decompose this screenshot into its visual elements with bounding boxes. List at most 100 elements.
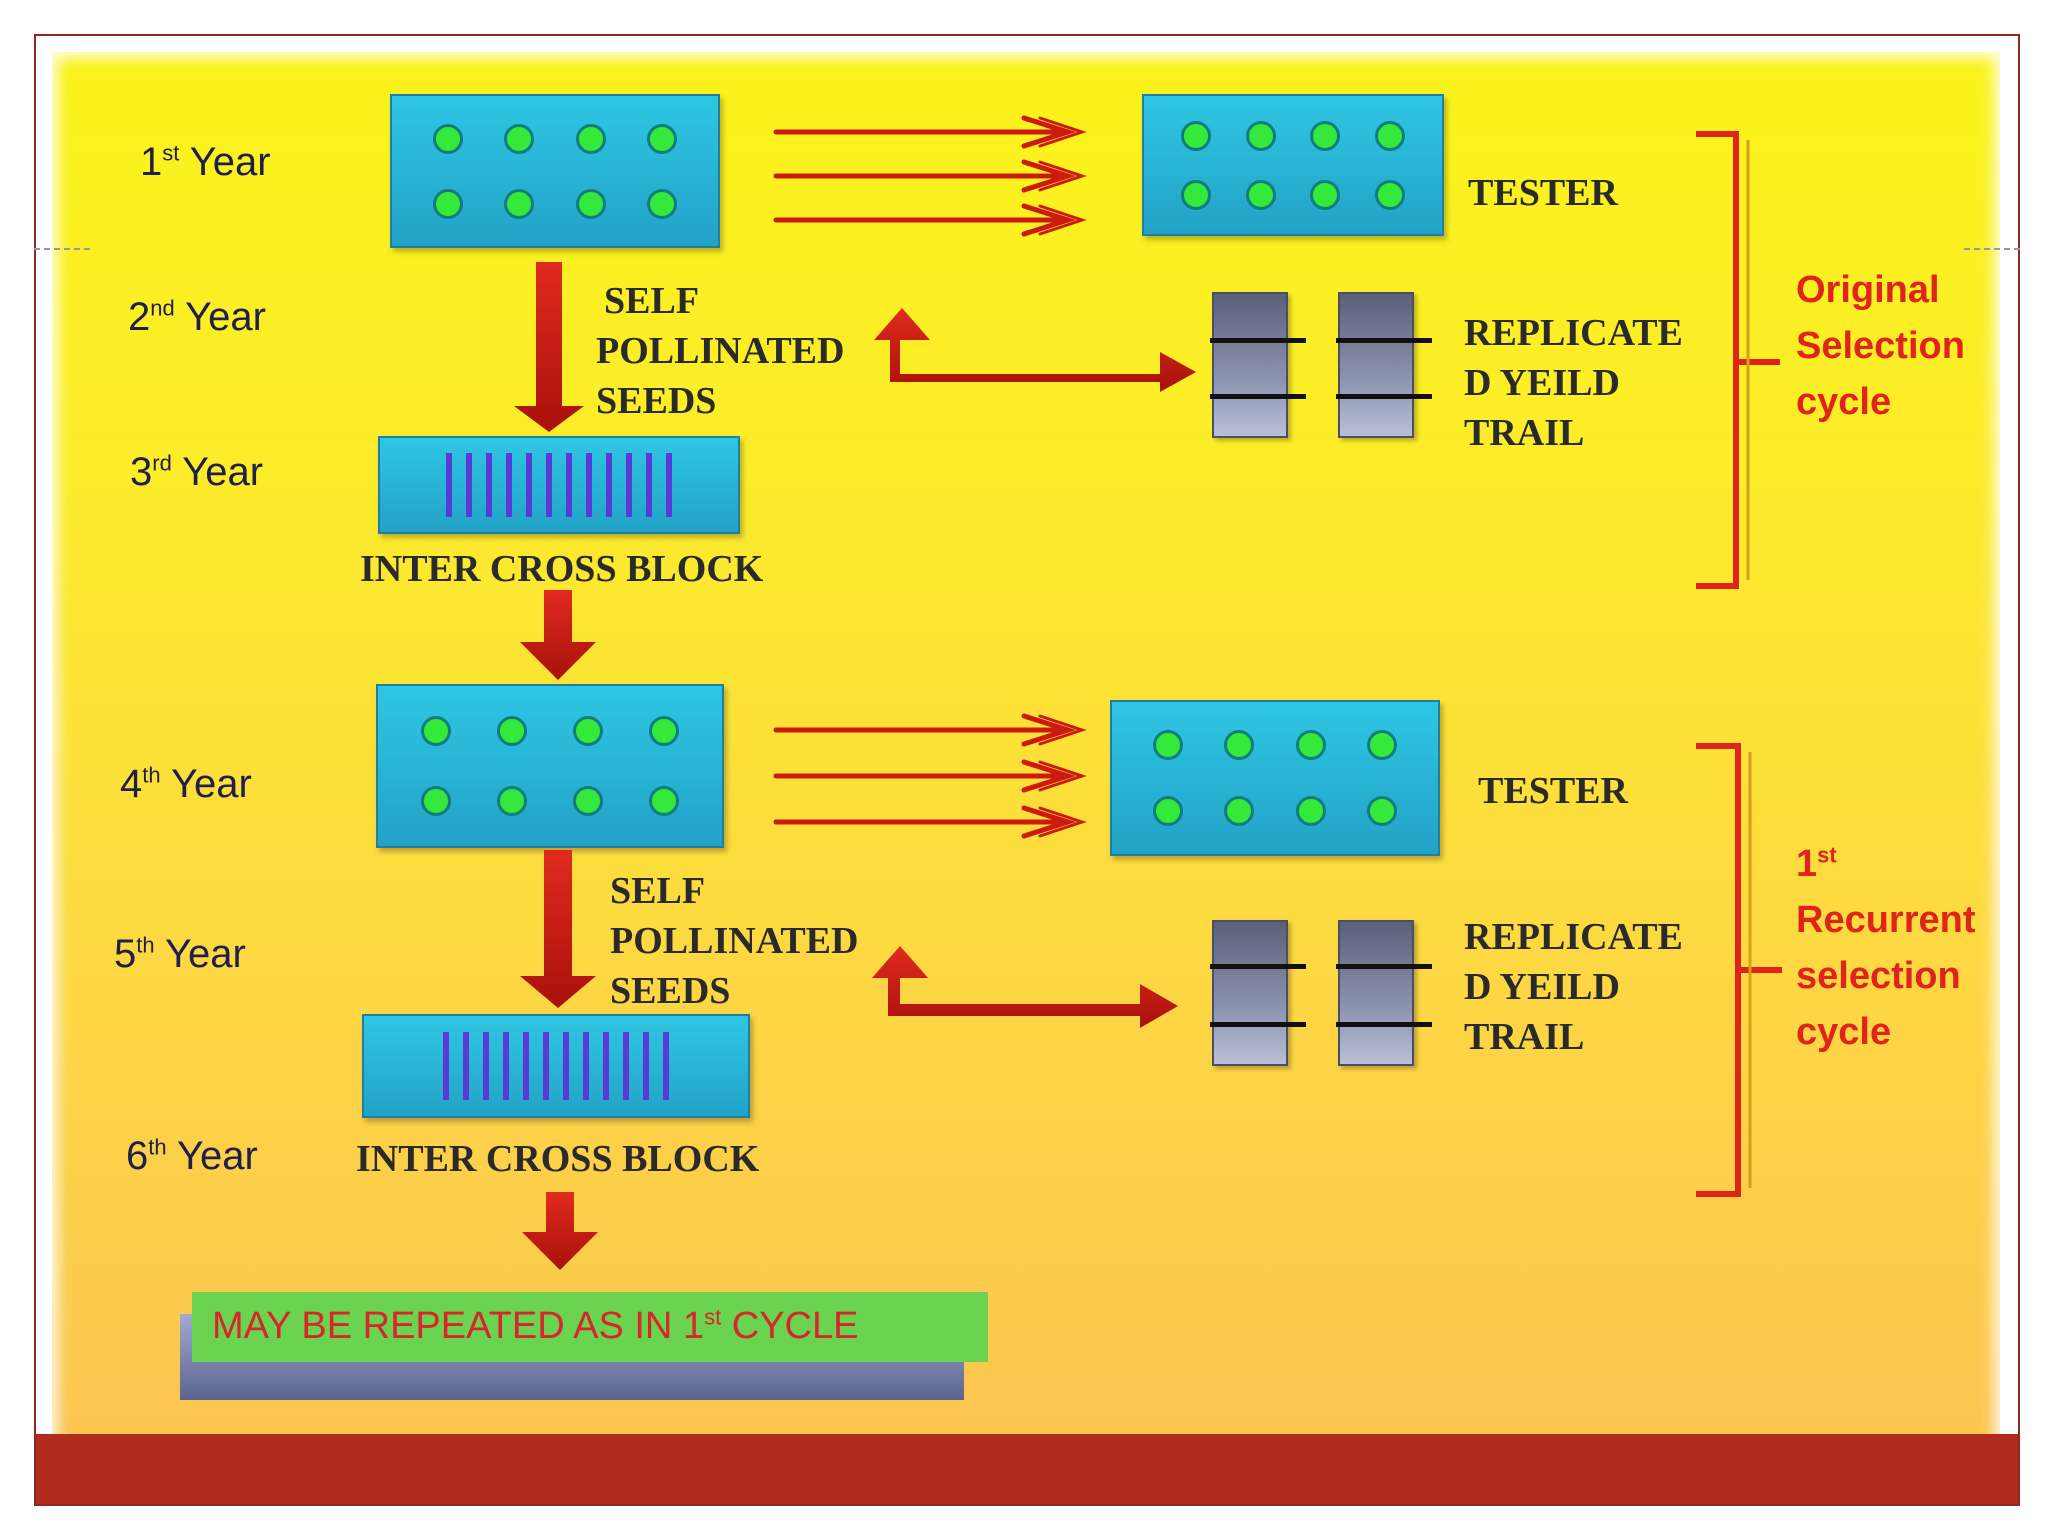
self-pollinated-line-2: POLLINATED (596, 330, 845, 372)
year-3-label: 3rd Year (130, 450, 264, 494)
cycle-2-label-line-1: 1st (1796, 842, 1837, 885)
plant-dot (497, 786, 527, 816)
slide-frame (34, 34, 2020, 1506)
cycle-2-label-line-2: Recurrent (1796, 899, 1976, 941)
row-stripe (586, 453, 592, 517)
intercross-block-year-6 (362, 1014, 750, 1118)
plot-divider (1210, 394, 1306, 399)
down-arrow-year4-to-6 (520, 850, 596, 1008)
plant-dot (1367, 796, 1398, 826)
plot-divider (1210, 338, 1306, 343)
intercross-label-cycle-1: INTER CROSS BLOCK (360, 548, 764, 590)
right-dash-mark (1964, 248, 2020, 250)
down-arrow-year6-to-repeat (522, 1192, 598, 1270)
plot-divider (1210, 1022, 1306, 1027)
self-pollinated-line-1: SELF (604, 280, 700, 322)
plant-dot (1152, 730, 1183, 760)
row-stripe (463, 1032, 469, 1100)
yield-trail-line-3: TRAIL (1464, 412, 1585, 454)
row-stripe (443, 1032, 449, 1100)
row-stripe (523, 1032, 529, 1100)
yield-trail-line-2: D YEILD (1464, 362, 1620, 404)
plant-dot (647, 123, 678, 154)
cycle-1-label-line-3: cycle (1796, 381, 1892, 423)
year-1-label: 1st Year (140, 140, 271, 184)
bracket-recurrent-cycle (1696, 743, 1782, 1197)
cycle-1-label-line-2: Selection (1796, 325, 1965, 367)
plant-dot (504, 188, 535, 219)
plant-dot (1374, 120, 1405, 151)
tester-label-cycle-2: TESTER (1478, 770, 1628, 812)
triple-arrow-to-tester-2 (773, 713, 1087, 839)
plant-dot (1245, 179, 1276, 210)
self-pollinated-line-2: POLLINATED (610, 920, 859, 962)
plant-dot (575, 123, 606, 154)
plant-dot (1367, 730, 1398, 760)
year-2-label: 2nd Year (128, 295, 266, 339)
row-stripe (626, 453, 632, 517)
row-stripe (506, 453, 512, 517)
plant-dot (649, 786, 679, 816)
down-arrow-year3-to-4 (520, 590, 596, 680)
row-stripe (646, 453, 652, 517)
row-stripe (483, 1032, 489, 1100)
plant-dot (432, 188, 463, 219)
row-stripe (503, 1032, 509, 1100)
plot-divider (1336, 338, 1432, 343)
plant-dot (575, 188, 606, 219)
plot-divider (1336, 964, 1432, 969)
yield-trial-plot (1336, 292, 1432, 438)
tester-box-cycle-1 (1142, 94, 1444, 236)
plant-dot (573, 786, 603, 816)
tester-label-cycle-1: TESTER (1468, 172, 1618, 214)
yield-trail-line-2: D YEILD (1464, 966, 1620, 1008)
plant-dot (421, 786, 451, 816)
plant-dot (504, 123, 535, 154)
row-stripe (563, 1032, 569, 1100)
cycle-2-label-line-4: cycle (1796, 1011, 1892, 1053)
row-stripe (543, 1032, 549, 1100)
row-stripe (623, 1032, 629, 1100)
plant-dot (1310, 120, 1341, 151)
row-stripe (486, 453, 492, 517)
bracket-original-cycle (1696, 131, 1780, 589)
row-stripe (466, 453, 472, 517)
cycle-2-label-line-3: selection (1796, 955, 1961, 997)
yield-trail-line-1: REPLICATE (1464, 312, 1683, 354)
tester-box-cycle-2 (1110, 700, 1440, 856)
self-pollinated-line-1: SELF (610, 870, 706, 912)
plant-dot (1310, 179, 1341, 210)
plant-dot (1295, 796, 1326, 826)
population-box-year-1 (390, 94, 720, 248)
repeat-note: MAY BE REPEATED AS IN 1st CYCLE (212, 1304, 859, 1347)
yield-trial-plot (1336, 920, 1432, 1066)
row-stripe (603, 1032, 609, 1100)
plant-dot (1181, 179, 1212, 210)
intercross-block-year-3 (378, 436, 740, 534)
plant-dot (421, 716, 451, 746)
self-pollinated-line-3: SEEDS (610, 970, 731, 1012)
self-pollinated-line-3: SEEDS (596, 380, 717, 422)
plant-dot (432, 123, 463, 154)
row-stripe (666, 453, 672, 517)
triple-arrow-to-tester-1 (773, 115, 1087, 237)
yield-trail-line-1: REPLICATE (1464, 916, 1683, 958)
row-stripe (446, 453, 452, 517)
footer-bar (36, 1434, 2018, 1504)
plant-dot (1181, 120, 1212, 151)
yield-trail-line-3: TRAIL (1464, 1016, 1585, 1058)
cycle-1-label-line-1: Original (1796, 269, 1940, 311)
left-dash-mark (34, 248, 90, 250)
year-5-label: 5th Year (114, 932, 246, 976)
plant-dot (497, 716, 527, 746)
plant-dot (1295, 730, 1326, 760)
plot-divider (1210, 964, 1306, 969)
plot-divider (1336, 394, 1432, 399)
row-stripe (546, 453, 552, 517)
row-stripe (606, 453, 612, 517)
row-stripe (526, 453, 532, 517)
intercross-label-cycle-2: INTER CROSS BLOCK (356, 1138, 760, 1180)
plant-dot (647, 188, 678, 219)
population-box-year-4 (376, 684, 724, 848)
